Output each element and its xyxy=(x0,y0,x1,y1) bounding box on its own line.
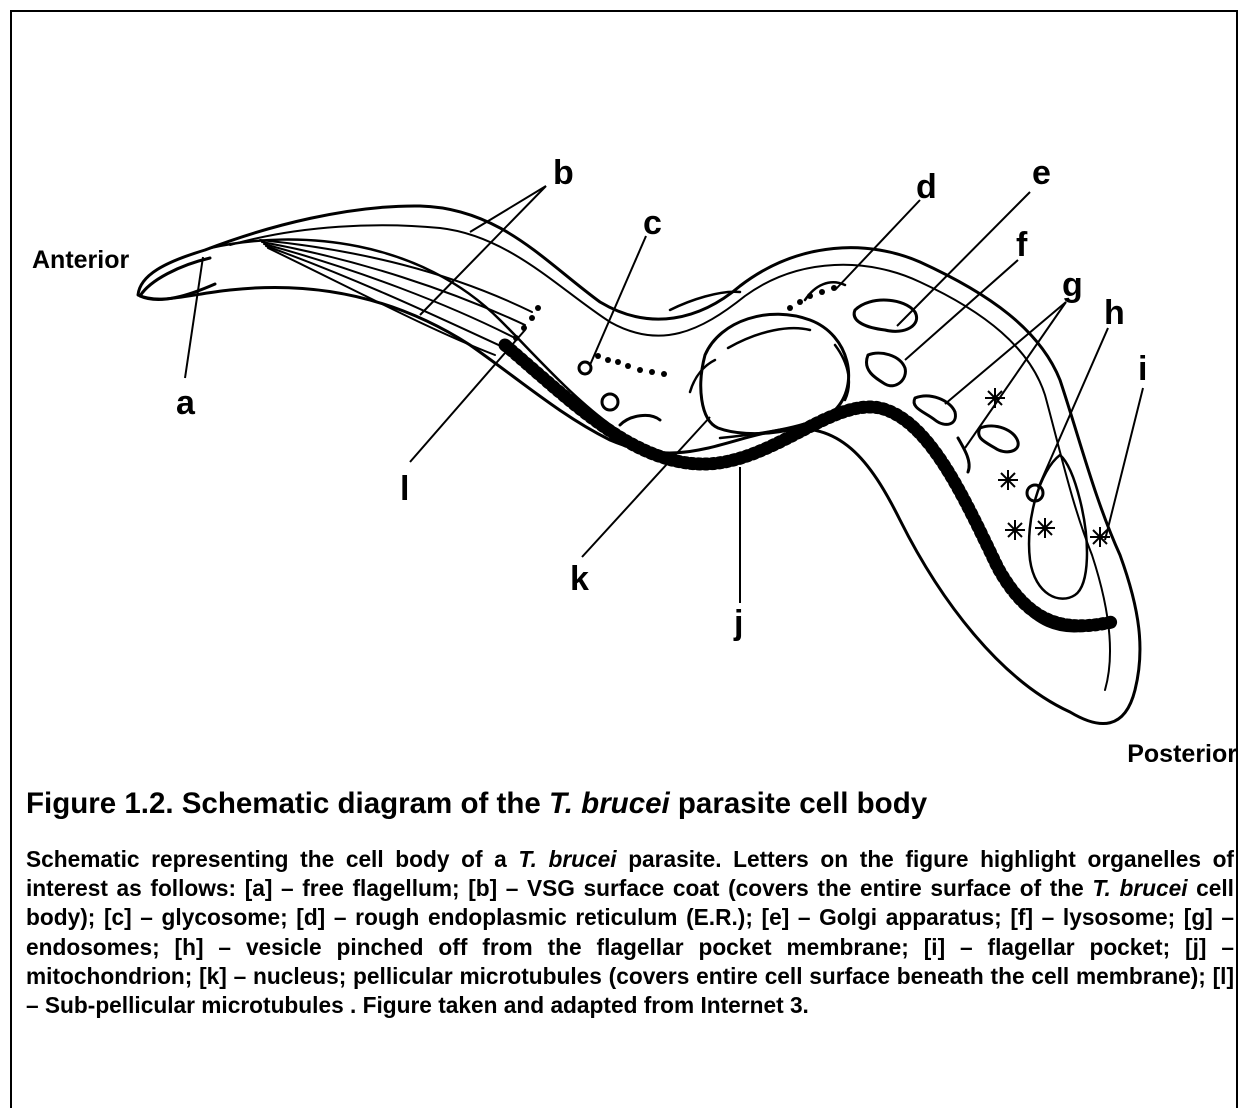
title-suffix: parasite cell body xyxy=(670,787,927,820)
label-d: d xyxy=(916,168,937,206)
posterior-label: Posterior xyxy=(1127,740,1237,768)
endosome-2 xyxy=(979,426,1019,452)
figure-title: Figure 1.2. Schematic diagram of the T. … xyxy=(26,787,1226,821)
glycosome-ring xyxy=(579,362,591,374)
title-species: T. brucei xyxy=(549,787,670,820)
small-vesicle xyxy=(602,394,618,410)
label-c: c xyxy=(643,204,662,242)
label-g: g xyxy=(1062,266,1083,304)
label-b: b xyxy=(553,154,574,192)
label-i: i xyxy=(1138,350,1147,388)
mitochondrion-band xyxy=(505,345,1112,626)
label-j: j xyxy=(733,604,743,642)
label-h: h xyxy=(1104,294,1125,332)
label-f: f xyxy=(1016,226,1028,264)
label-l: l xyxy=(400,470,409,508)
cell-outline xyxy=(138,206,1140,724)
caption-species-2: T. brucei xyxy=(1092,875,1187,901)
label-a: a xyxy=(176,384,196,422)
nucleus xyxy=(701,314,849,433)
title-prefix: Figure 1.2. Schematic diagram of the xyxy=(26,787,549,820)
label-k: k xyxy=(570,560,589,598)
lysosome xyxy=(866,353,905,386)
dots xyxy=(505,285,837,377)
small-organelle xyxy=(620,415,660,425)
caption-species-1: T. brucei xyxy=(518,846,616,872)
label-e: e xyxy=(1032,154,1051,192)
trypanosome-diagram: a b c d e f g h i j k l Anterior Posteri… xyxy=(0,0,1250,780)
flagellar-pocket xyxy=(1029,455,1087,599)
figure-caption: Schematic representing the cell body of … xyxy=(26,845,1234,1020)
anterior-label: Anterior xyxy=(32,246,130,274)
caption-part-1: Schematic representing the cell body of … xyxy=(26,846,518,872)
